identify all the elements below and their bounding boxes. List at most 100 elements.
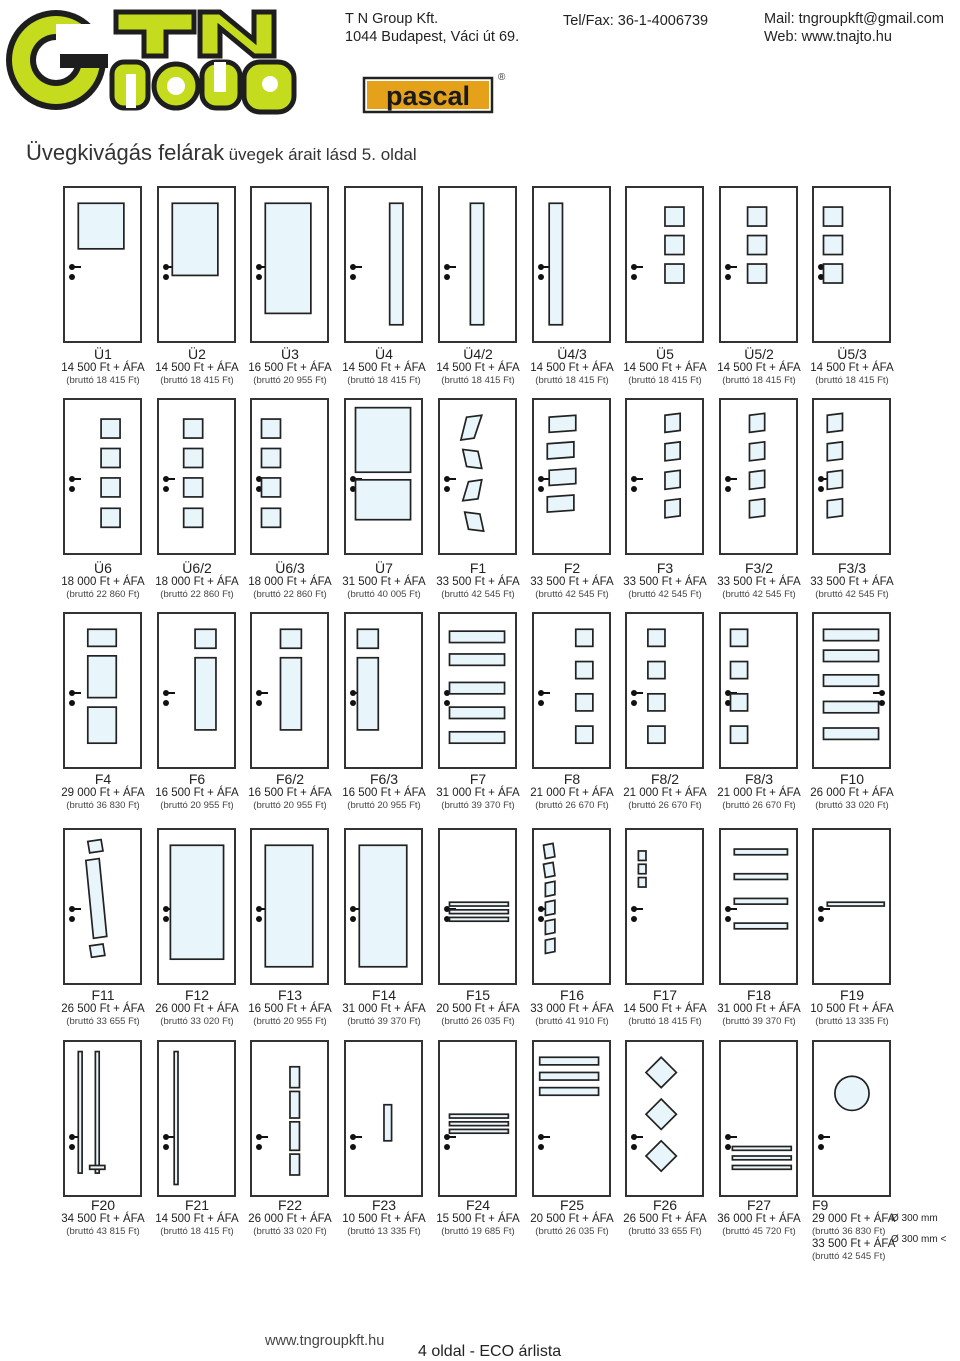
door-knob-icon bbox=[350, 1144, 356, 1150]
glass-cutouts bbox=[383, 1103, 393, 1142]
door-knob-icon bbox=[350, 274, 356, 280]
door-44 bbox=[812, 1040, 891, 1197]
glass-pane bbox=[448, 916, 510, 923]
door-knob-icon bbox=[631, 1144, 637, 1150]
door-knob-icon bbox=[350, 906, 356, 912]
glass-pane bbox=[459, 414, 484, 441]
door-25 bbox=[719, 612, 798, 769]
glass-pane bbox=[279, 628, 303, 650]
glass-pane bbox=[733, 872, 789, 881]
door-14 bbox=[532, 398, 611, 555]
door-price: 33 000 Ft + ÁFA bbox=[530, 1003, 614, 1015]
door-gross-price: (bruttó 42 545 Ft) bbox=[628, 589, 702, 600]
glass-pane bbox=[647, 660, 666, 680]
door-gross-price: (bruttó 18 415 Ft) bbox=[815, 375, 889, 386]
door-name: F14 bbox=[371, 987, 397, 1003]
glass-pane bbox=[733, 848, 789, 856]
door-22 bbox=[438, 612, 517, 769]
glass-pane bbox=[88, 943, 106, 959]
glass-pane bbox=[383, 1103, 393, 1142]
logo-g-letter bbox=[6, 10, 112, 110]
door-30 bbox=[344, 828, 423, 985]
door-name: F3/2 bbox=[744, 560, 773, 576]
door-price: 16 500 Ft + ÁFA bbox=[248, 362, 332, 374]
door-4 bbox=[438, 186, 517, 343]
glass-pane bbox=[822, 263, 844, 284]
company-web[interactable]: Web: www.tnajto.hu bbox=[764, 29, 892, 45]
door-name: Ü7 bbox=[375, 560, 393, 576]
door-name: F12 bbox=[184, 987, 210, 1003]
door-knob-icon bbox=[163, 486, 169, 492]
door-handle-icon bbox=[260, 692, 268, 694]
door-knob-icon bbox=[444, 476, 450, 482]
door-handle-icon bbox=[167, 1136, 175, 1138]
door-price: 15 500 Ft + ÁFA bbox=[436, 1213, 520, 1225]
glass-pane bbox=[822, 649, 880, 663]
glass-pane bbox=[463, 511, 485, 533]
door-name: F26 bbox=[652, 1197, 678, 1213]
door-price: 36 000 Ft + ÁFA bbox=[717, 1213, 801, 1225]
door-gross-price: (bruttó 26 670 Ft) bbox=[628, 800, 702, 811]
door-knob-icon bbox=[69, 700, 75, 706]
door-knob-icon bbox=[256, 906, 262, 912]
door-knob-icon bbox=[538, 1134, 544, 1140]
glass-pane bbox=[542, 861, 556, 879]
glass-pane bbox=[169, 844, 225, 961]
glass-pane bbox=[448, 901, 510, 907]
title-main: Üvegkivágás felárak bbox=[26, 140, 225, 165]
svg-text:®: ® bbox=[498, 72, 506, 83]
glass-cutouts bbox=[279, 628, 303, 731]
door-knob-icon bbox=[163, 274, 169, 280]
door-gross-price: (bruttó 33 020 Ft) bbox=[160, 1016, 234, 1027]
door-gross-price: (bruttó 33 655 Ft) bbox=[628, 1226, 702, 1237]
door-gross-price: (bruttó 26 035 Ft) bbox=[535, 1226, 609, 1237]
door-price: 33 500 Ft + ÁFA bbox=[810, 576, 894, 588]
door-name: Ü4/3 bbox=[557, 346, 587, 362]
glass-pane bbox=[822, 700, 880, 714]
door-handle-icon bbox=[73, 908, 81, 910]
door-handle-icon bbox=[822, 478, 830, 480]
glass-pane bbox=[731, 1145, 793, 1152]
door-13 bbox=[438, 398, 517, 555]
glass-pane bbox=[100, 477, 121, 498]
glass-pane bbox=[822, 727, 880, 741]
door-name: F8/2 bbox=[650, 771, 679, 787]
glass-pane bbox=[461, 478, 483, 502]
door-knob-icon bbox=[444, 264, 450, 270]
glass-cutouts bbox=[448, 630, 506, 745]
footer-url[interactable]: www.tngroupkft.hu bbox=[265, 1333, 385, 1349]
glass-pane bbox=[731, 1155, 793, 1161]
glass-cutouts bbox=[834, 1075, 870, 1112]
f9-size-small: Ø 300 mm bbox=[891, 1213, 938, 1224]
door-handle-icon bbox=[448, 478, 456, 480]
door-knob-icon bbox=[350, 264, 356, 270]
glass-pane bbox=[746, 206, 768, 227]
glass-pane bbox=[86, 654, 118, 699]
door-name: Ü3 bbox=[281, 346, 299, 362]
door-28 bbox=[157, 828, 236, 985]
door-knob-icon bbox=[163, 264, 169, 270]
glass-pane bbox=[469, 202, 485, 326]
glass-pane bbox=[647, 692, 666, 712]
door-name: F1 bbox=[469, 560, 487, 576]
door-name: Ü6 bbox=[94, 560, 112, 576]
door-knob-icon bbox=[725, 690, 731, 696]
door-handle-icon bbox=[542, 478, 550, 480]
company-mail[interactable]: Mail: tngroupkft@gmail.com bbox=[764, 11, 944, 27]
door-gross-price: (bruttó 18 415 Ft) bbox=[628, 1016, 702, 1027]
door-knob-icon bbox=[256, 1144, 262, 1150]
door-knob-icon bbox=[818, 476, 824, 482]
door-knob-icon bbox=[350, 916, 356, 922]
door-3 bbox=[344, 186, 423, 343]
glass-cutouts bbox=[748, 412, 766, 519]
glass-pane bbox=[264, 844, 314, 968]
glass-pane bbox=[647, 725, 666, 745]
door-5 bbox=[532, 186, 611, 343]
glass-pane bbox=[544, 880, 556, 898]
door-handle-icon bbox=[729, 1136, 737, 1138]
glass-cutouts bbox=[169, 844, 225, 961]
door-knob-icon bbox=[350, 476, 356, 482]
